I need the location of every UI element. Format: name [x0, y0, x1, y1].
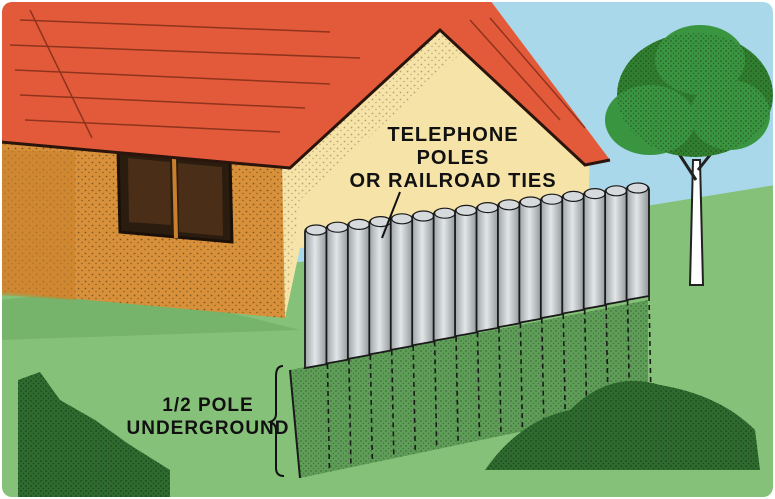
pole	[477, 204, 499, 332]
pole-top	[542, 194, 562, 204]
pole	[455, 206, 477, 336]
pole	[326, 223, 348, 363]
pole-top	[606, 186, 626, 196]
pole-top	[413, 211, 433, 221]
underground-label-line-1: 1/2 POLE	[108, 394, 308, 417]
pole-top	[478, 203, 498, 213]
pole	[562, 192, 584, 313]
pole-top	[392, 214, 412, 224]
pole-top	[349, 219, 369, 229]
poles-label-line-2: POLES	[318, 147, 588, 170]
pole	[584, 190, 606, 309]
poles-label-line-1: TELEPHONE	[318, 124, 588, 147]
pole-top	[628, 183, 648, 193]
pole	[627, 184, 649, 300]
poles-label: TELEPHONE POLES OR RAILROAD TIES	[318, 124, 588, 193]
pole	[369, 218, 391, 355]
pole	[434, 209, 456, 341]
pole-top	[327, 222, 347, 232]
pole	[498, 201, 520, 327]
pole-top	[435, 208, 455, 218]
underground-label: 1/2 POLE UNDERGROUND	[108, 394, 308, 440]
pole	[605, 187, 627, 305]
pole	[519, 198, 541, 323]
pole	[412, 212, 434, 345]
poles-label-line-3: OR RAILROAD TIES	[318, 170, 588, 193]
pole	[305, 226, 327, 368]
pole	[391, 215, 413, 350]
pole-top	[520, 197, 540, 207]
pole	[541, 195, 563, 318]
pole	[348, 220, 370, 359]
house-window	[118, 150, 232, 242]
pole-top	[306, 225, 326, 235]
underground-label-line-2: UNDERGROUND	[108, 417, 308, 440]
pole-top	[499, 200, 519, 210]
pole-top	[456, 205, 476, 215]
